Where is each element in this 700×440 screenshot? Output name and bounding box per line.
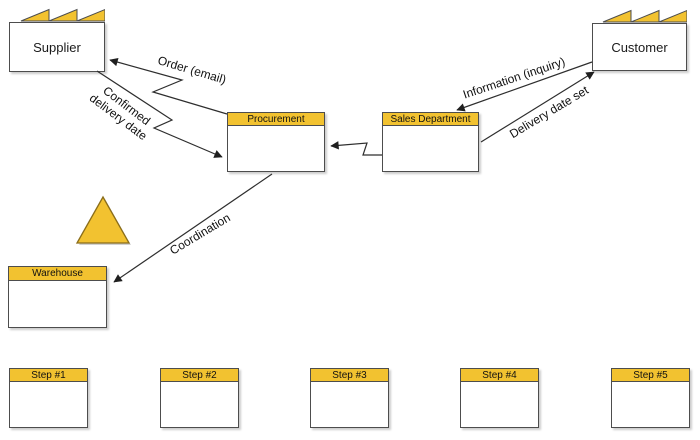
confirmed-delivery-connector[interactable] xyxy=(96,70,223,158)
step-2-header: Step #2 xyxy=(161,369,238,382)
coordination-connector[interactable] xyxy=(113,173,273,283)
supplier-box[interactable]: Supplier xyxy=(9,22,105,72)
step-5-label: Step #5 xyxy=(633,369,668,381)
step-box-2[interactable]: Step #2 xyxy=(160,368,239,428)
warehouse-label: Warehouse xyxy=(32,268,83,279)
step-1-label: Step #1 xyxy=(31,369,66,381)
step-1-body xyxy=(10,382,87,427)
step-3-label: Step #3 xyxy=(332,369,367,381)
procurement-body xyxy=(228,126,324,171)
customer-box[interactable]: Customer xyxy=(592,23,687,71)
step-4-header: Step #4 xyxy=(461,369,538,382)
sales-department-body xyxy=(383,126,478,171)
factory-roof-icon xyxy=(602,9,687,23)
factory-roof-icon xyxy=(20,8,105,22)
step-3-header: Step #3 xyxy=(311,369,388,382)
inventory-triangle-icon[interactable] xyxy=(75,195,131,244)
step-2-body xyxy=(161,382,238,427)
step-3-body xyxy=(311,382,388,427)
procurement-box[interactable]: Procurement xyxy=(227,112,325,172)
step-2-label: Step #2 xyxy=(182,369,217,381)
information-inquiry-connector[interactable] xyxy=(456,61,593,112)
customer-entity[interactable]: Customer xyxy=(592,9,687,71)
delivery-date-set-connector[interactable] xyxy=(480,71,595,143)
step-5-body xyxy=(612,382,689,427)
step-box-3[interactable]: Step #3 xyxy=(310,368,389,428)
step-4-label: Step #4 xyxy=(482,369,517,381)
warehouse-header: Warehouse xyxy=(9,267,106,281)
procurement-label: Procurement xyxy=(247,113,305,125)
sales-to-procurement-connector[interactable] xyxy=(330,141,382,156)
step-box-1[interactable]: Step #1 xyxy=(9,368,88,428)
step-box-4[interactable]: Step #4 xyxy=(460,368,539,428)
customer-label: Customer xyxy=(611,39,668,55)
order-email-connector[interactable] xyxy=(109,58,228,115)
step-box-5[interactable]: Step #5 xyxy=(611,368,690,428)
step-4-body xyxy=(461,382,538,427)
step-5-header: Step #5 xyxy=(612,369,689,382)
procurement-header: Procurement xyxy=(228,113,324,126)
sales-department-box[interactable]: Sales Department xyxy=(382,112,479,172)
warehouse-box[interactable]: Warehouse xyxy=(8,266,107,328)
sales-department-header: Sales Department xyxy=(383,113,478,126)
supplier-label: Supplier xyxy=(33,39,81,55)
sales-department-label: Sales Department xyxy=(390,113,471,125)
step-1-header: Step #1 xyxy=(10,369,87,382)
warehouse-body xyxy=(9,281,106,327)
supplier-entity[interactable]: Supplier xyxy=(9,8,105,72)
